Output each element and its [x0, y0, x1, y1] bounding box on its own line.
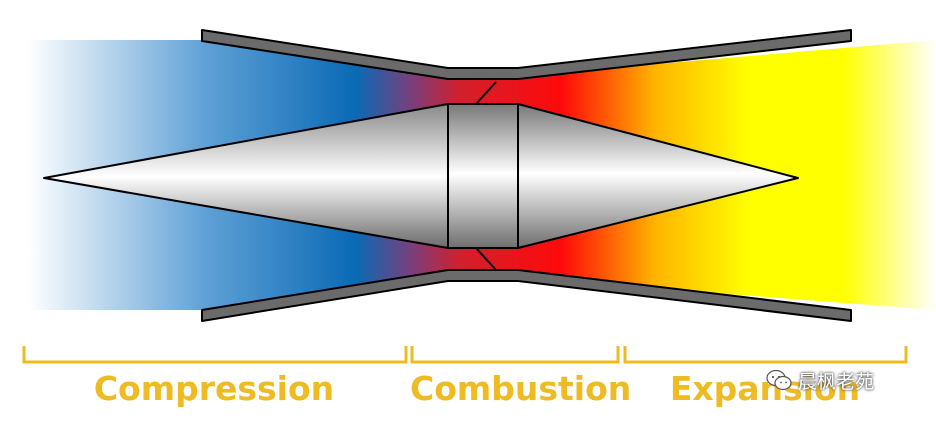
combustion-bracket [410, 346, 620, 364]
upper-casing [201, 29, 852, 80]
expansion-label: Expansion [669, 369, 861, 408]
lower-casing [201, 269, 852, 322]
exhaust-cone [517, 103, 799, 249]
upper-strut [475, 81, 497, 105]
combustor-body [447, 103, 519, 249]
compression-bracket [22, 346, 408, 364]
compression-label: Compression [93, 369, 335, 408]
combustion-label: Combustion [410, 369, 632, 408]
wechat-icon [766, 369, 792, 391]
expansion-bracket [623, 346, 908, 364]
lower-strut [475, 247, 497, 271]
watermark: 晨枫老苑 [766, 366, 874, 394]
watermark-text: 晨枫老苑 [798, 370, 875, 393]
